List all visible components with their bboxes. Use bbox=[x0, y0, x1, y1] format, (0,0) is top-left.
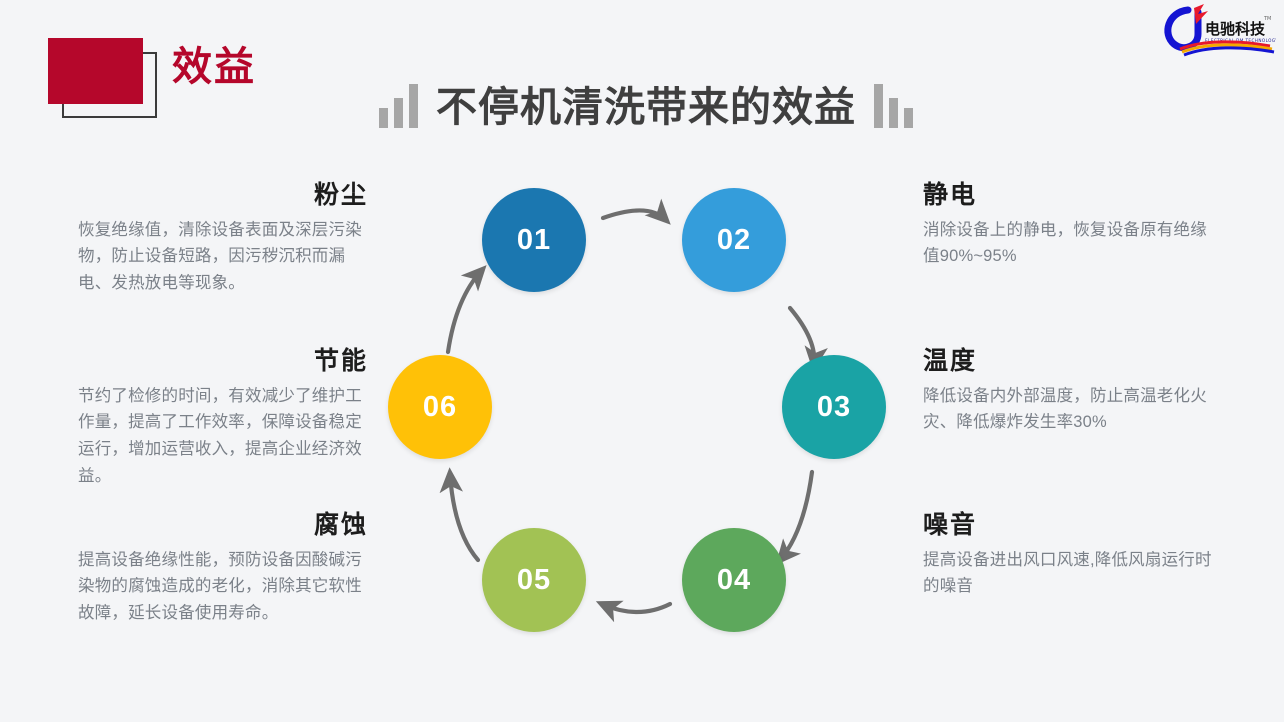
bar-chart-deco-left-icon bbox=[379, 82, 418, 128]
info-block-corrosion-title: 腐蚀 bbox=[313, 511, 368, 539]
info-block-noise-title: 噪音 bbox=[923, 511, 978, 539]
cycle-node-05[interactable]: 05 bbox=[482, 528, 586, 632]
info-block-corrosion-body: 提高设备绝缘性能，预防设备因酸碱污染物的腐蚀造成的老化，消除其它软性故障，延长设… bbox=[78, 550, 362, 622]
info-block-temperature: 温度 降低设备内外部温度，防止高温老化火灾、降低爆炸发生率30% bbox=[923, 347, 1213, 436]
cycle-node-06[interactable]: 06 bbox=[388, 355, 492, 459]
page-title: 不停机清洗带来的效益 bbox=[436, 84, 856, 130]
arrow-06-to-01 bbox=[445, 265, 487, 355]
badge-red-box bbox=[48, 38, 143, 104]
cycle-node-01[interactable]: 01 bbox=[482, 188, 586, 292]
info-block-static-body: 消除设备上的静电，恢复设备原有绝缘值90%~95% bbox=[923, 220, 1207, 266]
info-block-temperature-body: 降低设备内外部温度，防止高温老化火灾、降低爆炸发生率30% bbox=[923, 386, 1207, 432]
info-block-dust: 粉尘 恢复绝缘值，清除设备表面及深层污染物，防止设备短路，因污秽沉积而漏电、发热… bbox=[78, 181, 368, 297]
cycle-node-03[interactable]: 03 bbox=[782, 355, 886, 459]
svg-text:电驰科技: 电驰科技 bbox=[1205, 20, 1266, 38]
info-block-corrosion: 腐蚀 提高设备绝缘性能，预防设备因酸碱污染物的腐蚀造成的老化，消除其它软性故障，… bbox=[78, 511, 368, 627]
svg-text:TM: TM bbox=[1263, 16, 1271, 22]
header-badge bbox=[48, 38, 168, 128]
arrow-01-to-02 bbox=[600, 198, 671, 225]
info-block-dust-title: 粉尘 bbox=[313, 181, 368, 209]
info-block-noise: 噪音 提高设备进出风口风速,降低风扇运行时的噪音 bbox=[923, 511, 1213, 600]
bar-chart-deco-right-icon bbox=[874, 82, 913, 128]
info-block-energy-body: 节约了检修的时间，有效减少了维护工作量，提高了工作效率，保障设备稳定运行，增加运… bbox=[78, 386, 362, 485]
info-block-static-title: 静电 bbox=[923, 181, 978, 209]
header-section-label: 效益 bbox=[172, 45, 256, 89]
slide-title-group: 不停机清洗带来的效益 bbox=[336, 64, 956, 128]
company-logo: 电驰科技 ELECTRICAL DM TECHNOLOGY TM bbox=[1158, 2, 1278, 58]
arrow-02-to-03 bbox=[787, 305, 828, 372]
arrow-04-to-05 bbox=[595, 600, 673, 623]
info-block-static: 静电 消除设备上的静电，恢复设备原有绝缘值90%~95% bbox=[923, 181, 1213, 270]
info-block-energy-title: 节能 bbox=[313, 347, 368, 375]
cycle-node-02[interactable]: 02 bbox=[682, 188, 786, 292]
info-block-temperature-title: 温度 bbox=[923, 347, 978, 375]
svg-text:ELECTRICAL DM TECHNOLOGY: ELECTRICAL DM TECHNOLOGY bbox=[1205, 38, 1276, 43]
cycle-node-04[interactable]: 04 bbox=[682, 528, 786, 632]
info-block-energy: 节能 节约了检修的时间，有效减少了维护工作量，提高了工作效率，保障设备稳定运行，… bbox=[78, 347, 368, 489]
arrow-03-to-04 bbox=[775, 469, 815, 566]
info-block-dust-body: 恢复绝缘值，清除设备表面及深层污染物，防止设备短路，因污秽沉积而漏电、发热放电等… bbox=[78, 220, 362, 292]
cycle-diagram: 01 02 03 04 05 06 bbox=[370, 160, 910, 670]
arrow-05-to-06 bbox=[439, 467, 481, 563]
info-block-noise-body: 提高设备进出风口风速,降低风扇运行时的噪音 bbox=[923, 550, 1212, 596]
